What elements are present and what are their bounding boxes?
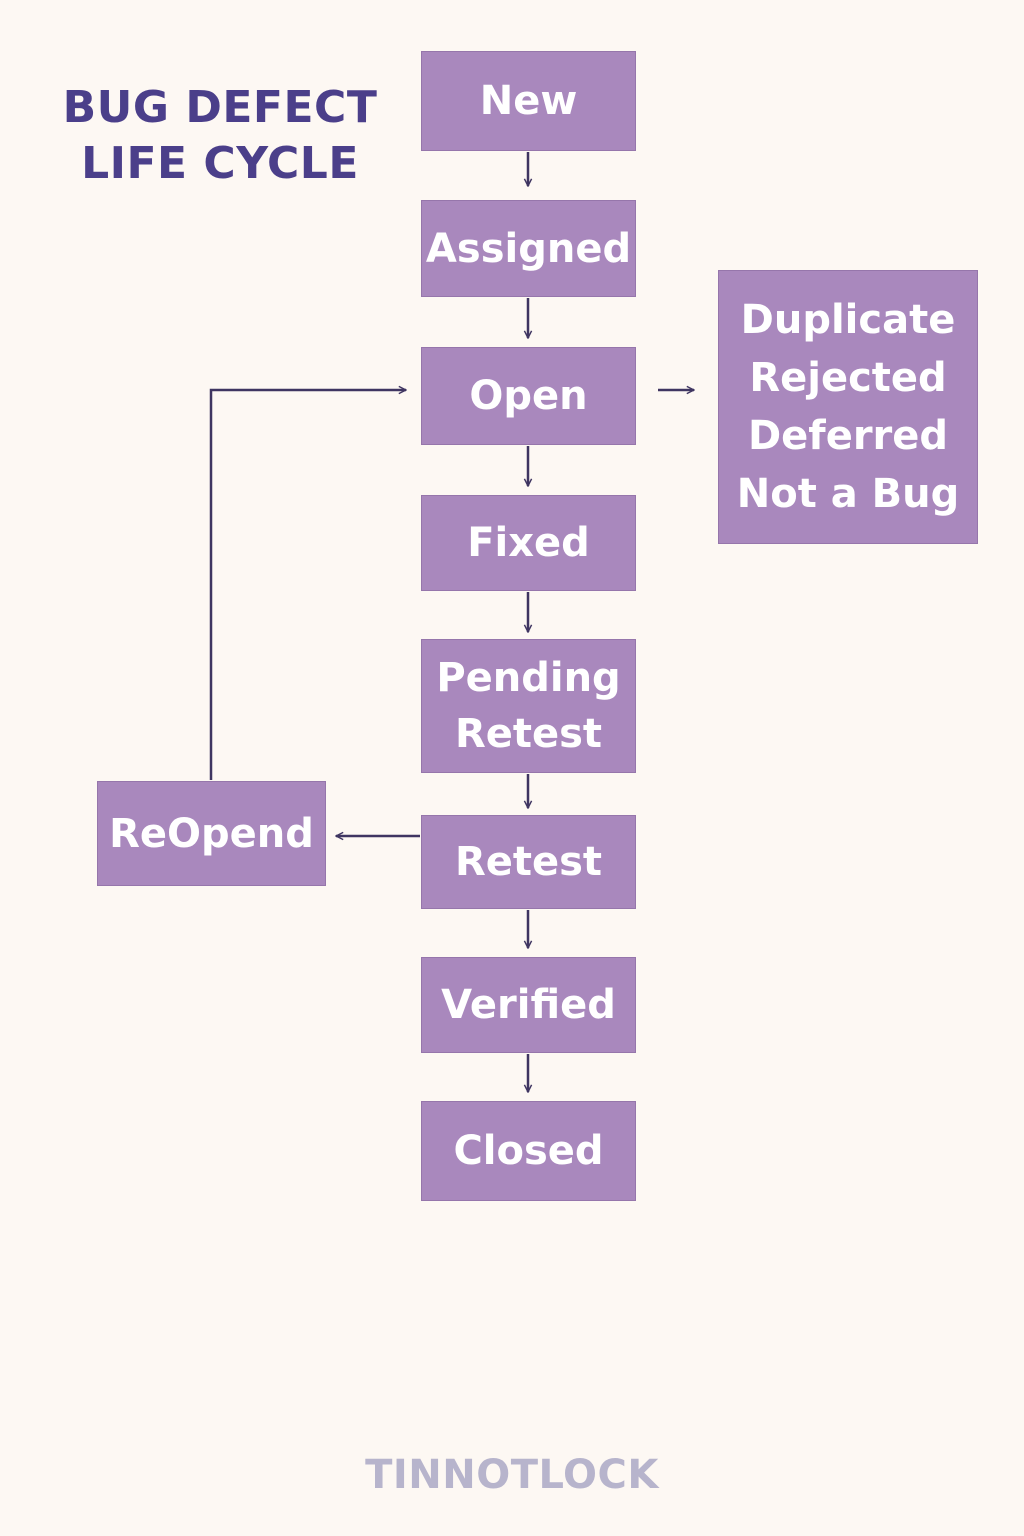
state-pending-retest-line-1: Pending bbox=[436, 655, 621, 701]
side-states-box: Duplicate Rejected Deferred Not a Bug bbox=[718, 270, 978, 544]
side-state-deferred: Deferred bbox=[747, 413, 949, 459]
state-verified-label: Verified bbox=[441, 982, 616, 1028]
state-new: New bbox=[421, 51, 636, 151]
state-fixed-label: Fixed bbox=[467, 520, 590, 566]
state-retest: Retest bbox=[421, 815, 636, 909]
state-open: Open bbox=[421, 347, 636, 445]
side-state-duplicate: Duplicate bbox=[740, 297, 956, 343]
state-open-label: Open bbox=[469, 373, 588, 419]
state-closed: Closed bbox=[421, 1101, 636, 1201]
state-reopend: ReOpend bbox=[97, 781, 326, 886]
state-fixed: Fixed bbox=[421, 495, 636, 591]
state-reopend-label: ReOpend bbox=[109, 810, 314, 857]
state-new-label: New bbox=[479, 78, 578, 124]
state-closed-label: Closed bbox=[453, 1128, 604, 1174]
side-state-rejected: Rejected bbox=[749, 355, 947, 401]
title-line-1: BUG DEFECT bbox=[62, 82, 378, 133]
state-pending-retest-line-2: Retest bbox=[454, 711, 603, 757]
state-verified: Verified bbox=[421, 957, 636, 1053]
title-line-2: LIFE CYCLE bbox=[81, 138, 359, 189]
footer-watermark: TINNOTLOCK bbox=[365, 1452, 659, 1498]
diagram-title: BUG DEFECT LIFE CYCLE bbox=[40, 80, 400, 192]
arrow-reopend-to-open bbox=[209, 390, 406, 780]
state-pending-retest: Pending Retest bbox=[421, 639, 636, 773]
state-assigned-label: Assigned bbox=[425, 225, 632, 272]
state-retest-label: Retest bbox=[454, 839, 603, 885]
state-assigned: Assigned bbox=[421, 200, 636, 297]
side-state-not-a-bug: Not a Bug bbox=[736, 471, 960, 517]
